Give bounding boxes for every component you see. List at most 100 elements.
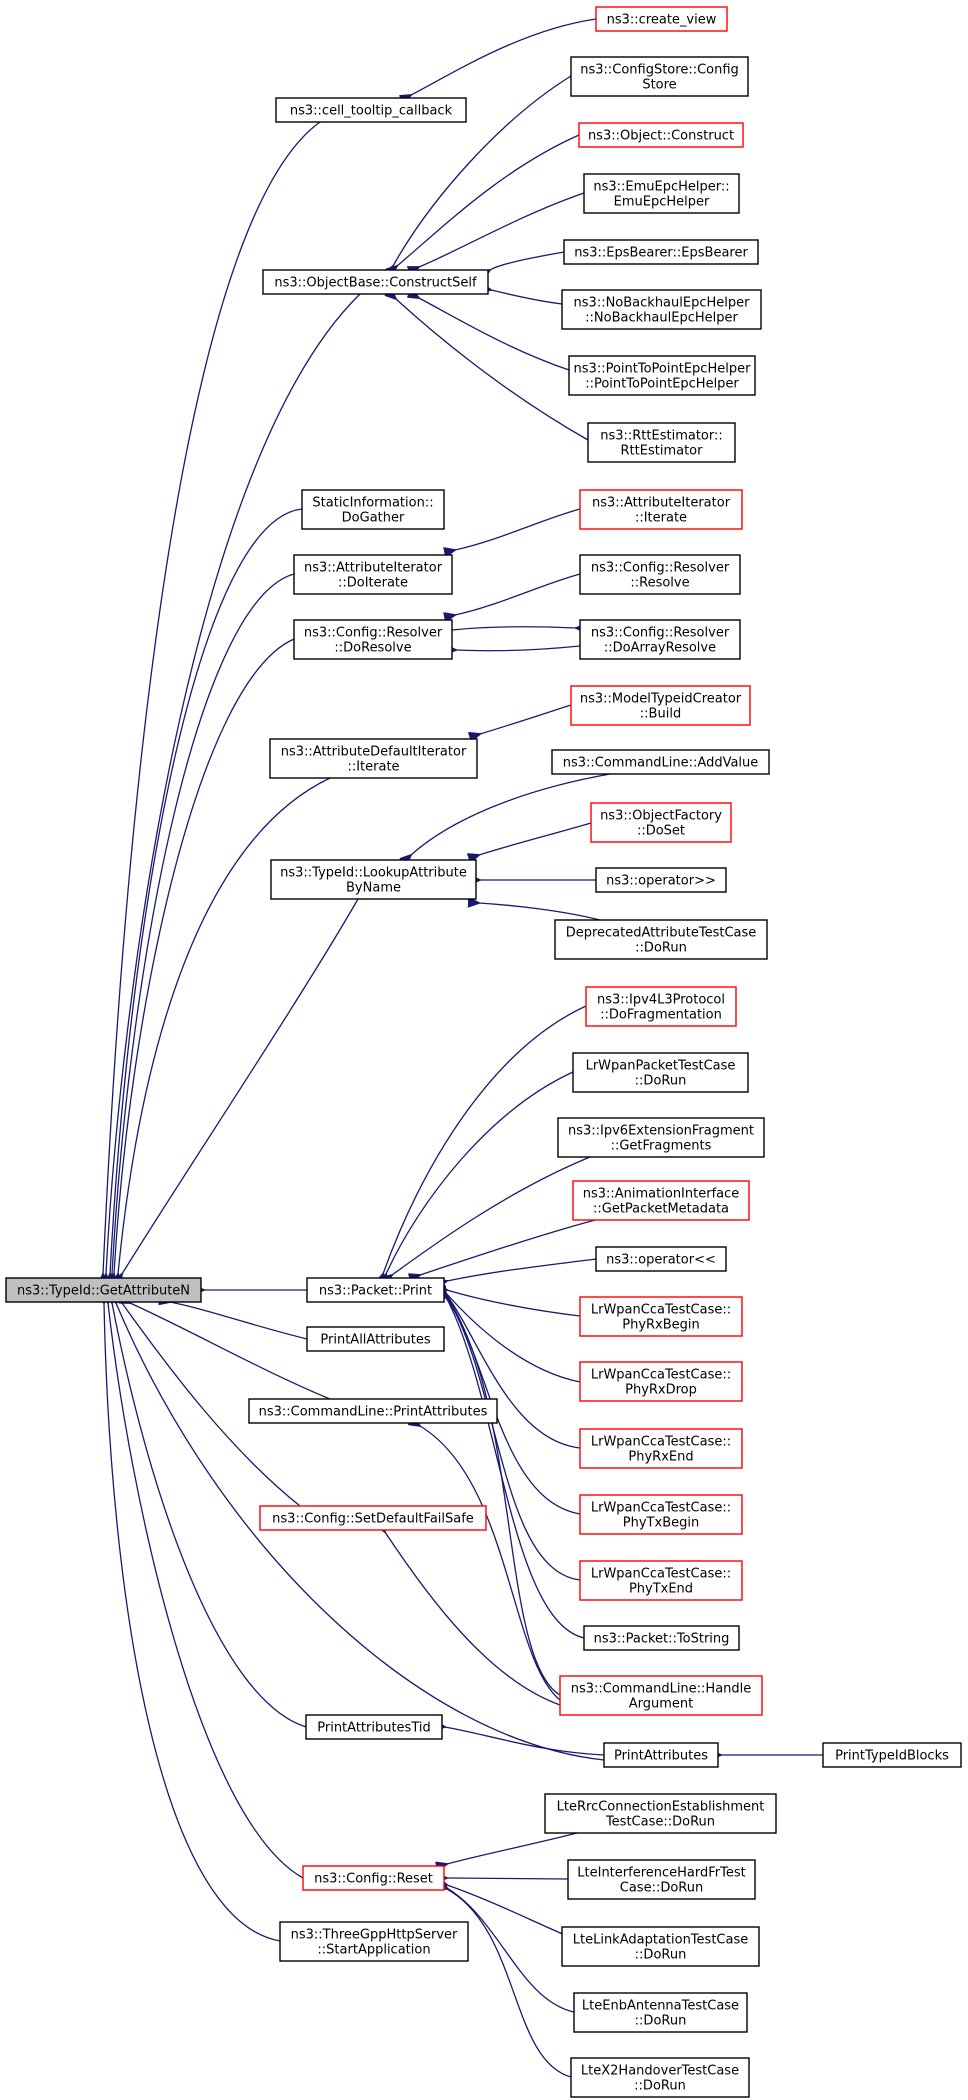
node-box[interactable] xyxy=(583,173,740,214)
node-box[interactable] xyxy=(570,685,751,726)
node-printattrtid[interactable]: PrintAttributesTid xyxy=(305,1714,443,1740)
node-printall[interactable]: PrintAllAttributes xyxy=(306,1326,445,1352)
node-box[interactable] xyxy=(305,1714,443,1740)
node-cca-rxend[interactable]: LrWpanCcaTestCase::PhyRxEnd xyxy=(579,1428,743,1469)
node-modeltypeid[interactable]: ns3::ModelTypeidCreator::Build xyxy=(570,685,751,726)
node-cca-txend[interactable]: LrWpanCcaTestCase::PhyTxEnd xyxy=(579,1560,743,1601)
node-box[interactable] xyxy=(561,1926,760,1967)
node-box[interactable] xyxy=(259,1505,487,1531)
node-ipv4frag[interactable]: ns3::Ipv4L3Protocol::DoFragmentation xyxy=(585,986,737,1027)
node-box[interactable] xyxy=(595,1246,727,1272)
node-box[interactable] xyxy=(822,1742,962,1768)
node-resolver-doresolve[interactable]: ns3::Config::Resolver::DoResolve xyxy=(293,619,453,660)
node-box[interactable] xyxy=(570,56,749,97)
node-box[interactable] xyxy=(568,355,756,396)
node-box[interactable] xyxy=(579,1428,743,1469)
node-box[interactable] xyxy=(573,1992,748,2033)
node-box[interactable] xyxy=(301,489,445,530)
node-resolver-doarray[interactable]: ns3::Config::Resolver::DoArrayResolve xyxy=(579,619,741,660)
node-box[interactable] xyxy=(572,1052,749,1093)
node-constructself[interactable]: ns3::ObjectBase::ConstructSelf xyxy=(262,269,489,295)
node-box[interactable] xyxy=(579,1560,743,1601)
node-create-view[interactable]: ns3::create_view xyxy=(595,6,728,32)
node-box[interactable] xyxy=(563,239,759,265)
node-box[interactable] xyxy=(306,1277,445,1303)
node-box[interactable] xyxy=(248,1398,498,1424)
node-threegpp[interactable]: ns3::ThreeGppHttpServer::StartApplicatio… xyxy=(279,1921,469,1962)
node-packet-print[interactable]: ns3::Packet::Print xyxy=(306,1277,445,1303)
node-box[interactable] xyxy=(587,422,736,463)
node-box[interactable] xyxy=(567,1859,756,1900)
node-box[interactable] xyxy=(551,749,770,775)
node-box[interactable] xyxy=(595,6,728,32)
node-attriter-doiterate[interactable]: ns3::AttributeIterator::DoIterate xyxy=(293,554,453,595)
node-config-reset[interactable]: ns3::Config::Reset xyxy=(302,1865,445,1891)
node-emuepc[interactable]: ns3::EmuEpcHelper::EmuEpcHelper xyxy=(583,173,740,214)
node-box[interactable] xyxy=(306,1326,445,1352)
node-box[interactable] xyxy=(275,97,467,123)
node-p2pepc[interactable]: ns3::PointToPointEpcHelper::PointToPoint… xyxy=(568,355,756,396)
node-setdefault[interactable]: ns3::Config::SetDefaultFailSafe xyxy=(259,1505,487,1531)
node-cca-rxdrop[interactable]: LrWpanCcaTestCase::PhyRxDrop xyxy=(579,1361,743,1402)
node-lrwpanpacket[interactable]: LrWpanPacketTestCase::DoRun xyxy=(572,1052,749,1093)
node-box[interactable] xyxy=(557,1117,765,1158)
node-box[interactable] xyxy=(570,2057,750,2098)
node-ipv6frag[interactable]: ns3::Ipv6ExtensionFragment::GetFragments xyxy=(557,1117,765,1158)
node-cell-tooltip[interactable]: ns3::cell_tooltip_callback xyxy=(275,97,467,123)
node-box[interactable] xyxy=(559,1675,763,1716)
node-root[interactable]: ns3::TypeId::GetAttributeN xyxy=(5,1277,202,1303)
node-staticinfo[interactable]: StaticInformation::DoGather xyxy=(301,489,445,530)
node-box[interactable] xyxy=(603,1742,719,1768)
node-box[interactable] xyxy=(595,867,727,893)
node-packet-tostring[interactable]: ns3::Packet::ToString xyxy=(583,1625,740,1651)
node-printtypeidblocks[interactable]: PrintTypeIdBlocks xyxy=(822,1742,962,1768)
node-box[interactable] xyxy=(585,986,737,1027)
node-configstore[interactable]: ns3::ConfigStore::ConfigStore xyxy=(570,56,749,97)
node-cca-txbegin[interactable]: LrWpanCcaTestCase::PhyTxBegin xyxy=(579,1494,743,1535)
node-epsbearer[interactable]: ns3::EpsBearer::EpsBearer xyxy=(563,239,759,265)
node-resolver-resolve[interactable]: ns3::Config::Resolver::Resolve xyxy=(579,554,741,595)
node-attriter-iterate[interactable]: ns3::AttributeIterator::Iterate xyxy=(579,489,743,530)
node-cca-rxbegin[interactable]: LrWpanCcaTestCase::PhyRxBegin xyxy=(579,1296,743,1337)
node-box[interactable] xyxy=(279,1921,469,1962)
node-box[interactable] xyxy=(579,1494,743,1535)
node-box[interactable] xyxy=(579,1296,743,1337)
node-box[interactable] xyxy=(293,554,453,595)
node-lteenb[interactable]: LteEnbAntennaTestCase::DoRun xyxy=(573,1992,748,2033)
node-op-shr[interactable]: ns3::operator>> xyxy=(595,867,727,893)
node-op-shl[interactable]: ns3::operator<< xyxy=(595,1246,727,1272)
node-box[interactable] xyxy=(583,1625,740,1651)
node-box[interactable] xyxy=(579,489,743,530)
node-box[interactable] xyxy=(572,1180,750,1221)
node-ltrrc[interactable]: LteRrcConnectionEstablishmentTestCase::D… xyxy=(544,1793,777,1834)
node-box[interactable] xyxy=(578,122,744,148)
node-box[interactable] xyxy=(270,859,477,900)
node-animation[interactable]: ns3::AnimationInterface::GetPacketMetada… xyxy=(572,1180,750,1221)
node-attrdefault[interactable]: ns3::AttributeDefaultIterator::Iterate xyxy=(269,738,478,779)
node-box[interactable] xyxy=(5,1277,202,1303)
node-box[interactable] xyxy=(302,1865,445,1891)
node-box[interactable] xyxy=(544,1793,777,1834)
node-cmd-addvalue[interactable]: ns3::CommandLine::AddValue xyxy=(551,749,770,775)
node-box[interactable] xyxy=(579,1361,743,1402)
node-printattributes[interactable]: PrintAttributes xyxy=(603,1742,719,1768)
node-rttest[interactable]: ns3::RttEstimator::RttEstimator xyxy=(587,422,736,463)
node-deprecated[interactable]: DeprecatedAttributeTestCase::DoRun xyxy=(554,919,768,960)
node-box[interactable] xyxy=(579,554,741,595)
node-ltelink[interactable]: LteLinkAdaptationTestCase::DoRun xyxy=(561,1926,760,1967)
node-objfactory[interactable]: ns3::ObjectFactory::DoSet xyxy=(590,802,732,843)
node-ltex2[interactable]: LteX2HandoverTestCase::DoRun xyxy=(570,2057,750,2098)
node-box[interactable] xyxy=(590,802,732,843)
node-box[interactable] xyxy=(262,269,489,295)
node-box[interactable] xyxy=(293,619,453,660)
node-obj-construct[interactable]: ns3::Object::Construct xyxy=(578,122,744,148)
node-cmd-printattr[interactable]: ns3::CommandLine::PrintAttributes xyxy=(248,1398,498,1424)
node-box[interactable] xyxy=(554,919,768,960)
node-nobackhaul[interactable]: ns3::NoBackhaulEpcHelper::NoBackhaulEpcH… xyxy=(561,289,762,330)
node-box[interactable] xyxy=(579,619,741,660)
node-box[interactable] xyxy=(269,738,478,779)
node-box[interactable] xyxy=(561,289,762,330)
